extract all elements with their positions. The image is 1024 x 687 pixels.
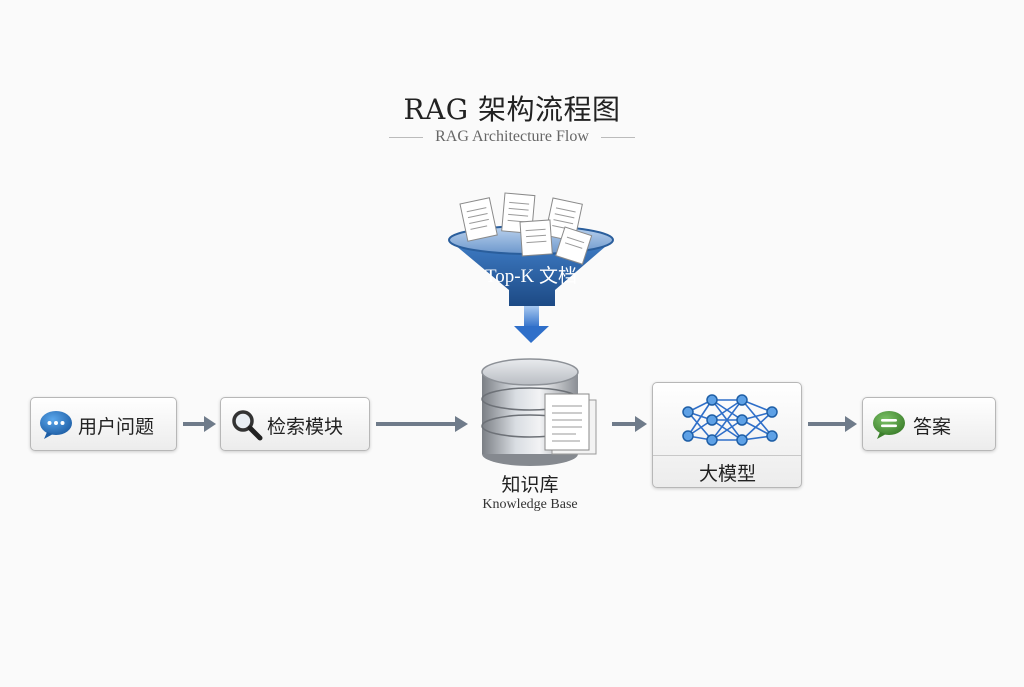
funnel-label: Top-K 文档 bbox=[485, 265, 577, 287]
arrow-knowledge-base-to-llm bbox=[612, 416, 647, 432]
diagram-title: RAG 架构流程图 bbox=[403, 93, 621, 126]
funnel-icon: Top-K 文档 bbox=[448, 192, 614, 306]
subtitle-rule-left bbox=[389, 136, 424, 138]
arrow-retrieval-to-knowledge-base bbox=[376, 416, 468, 432]
magnifier-icon bbox=[232, 410, 263, 441]
diagram-subtitle: RAG Architecture Flow bbox=[435, 128, 589, 145]
node-answer-label: 答案 bbox=[913, 416, 952, 438]
node-retrieval-module-label: 检索模块 bbox=[267, 416, 344, 438]
speech-bubble-icon bbox=[40, 411, 72, 439]
node-answer: 答案 bbox=[862, 397, 996, 451]
arrow-llm-to-answer bbox=[808, 416, 857, 432]
node-llm-label: 大模型 bbox=[699, 463, 757, 485]
subtitle-row: RAG Architecture Flow bbox=[0, 128, 1024, 146]
database-icon bbox=[481, 358, 597, 466]
knowledge-base-label: 知识库 bbox=[501, 474, 559, 496]
node-user-question-label: 用户问题 bbox=[78, 416, 155, 438]
database-document-icon bbox=[544, 393, 597, 455]
arrow-question-to-retrieval bbox=[183, 416, 216, 432]
node-llm-divider bbox=[653, 455, 801, 456]
knowledge-base-sublabel: Knowledge Base bbox=[482, 497, 578, 512]
neural-network-icon bbox=[682, 394, 778, 446]
arrow-funnel-to-knowledge-base bbox=[514, 306, 549, 343]
node-retrieval-module: 检索模块 bbox=[220, 397, 370, 451]
subtitle-rule-right bbox=[600, 136, 635, 138]
document-stack-icon bbox=[459, 192, 593, 265]
chat-bubble-icon bbox=[873, 411, 905, 439]
node-user-question: 用户问题 bbox=[30, 397, 177, 451]
